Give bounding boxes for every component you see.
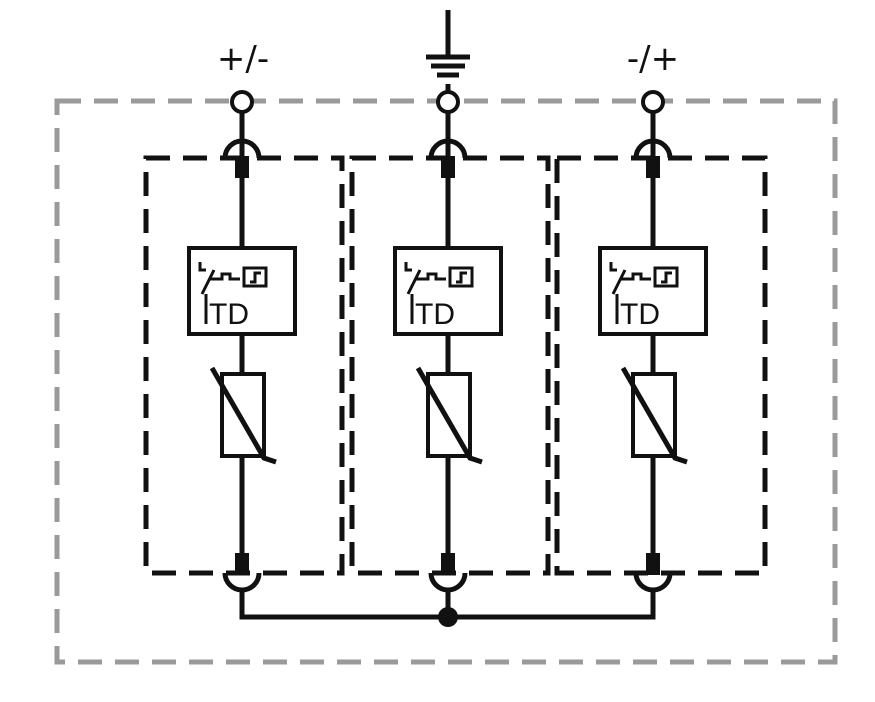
common-bus: [239, 588, 656, 627]
module-middle: TD: [349, 84, 551, 593]
module-left: TD: [143, 90, 345, 593]
plug-pin-top: [441, 156, 455, 178]
ground-icon: [426, 10, 470, 78]
module-right: TD: [554, 90, 768, 593]
terminal-connector: [436, 90, 460, 114]
plug-socket-top: [428, 138, 468, 159]
plug-socket-bottom: [222, 572, 262, 593]
module-box: [554, 155, 768, 576]
thermal-disconnector-icon: TD: [187, 246, 297, 336]
td-label: TD: [620, 298, 660, 331]
plug-pin-bottom: [235, 553, 249, 575]
varistor-icon: [415, 366, 483, 465]
plug-socket-bottom: [633, 572, 673, 593]
plug-pin-top: [235, 156, 249, 178]
plug-pin-top: [646, 156, 660, 178]
plug-pin-bottom: [646, 553, 660, 575]
junction-dot: [438, 607, 458, 627]
td-label: TD: [415, 298, 455, 331]
varistor-icon: [620, 366, 688, 465]
td-label: TD: [209, 298, 249, 331]
plug-pin-bottom: [441, 553, 455, 575]
plug-socket-bottom: [428, 572, 468, 593]
plug-socket-top: [222, 138, 262, 159]
varistor-icon: [209, 366, 277, 465]
terminal-connector: [641, 90, 665, 114]
plug-socket-top: [633, 138, 673, 159]
terminal-label-right: -/+: [627, 39, 679, 79]
terminal-label-left: +/-: [217, 39, 269, 79]
terminal-connector: [230, 90, 254, 114]
thermal-disconnector-icon: TD: [393, 246, 503, 336]
thermal-disconnector-icon: TD: [598, 246, 708, 336]
